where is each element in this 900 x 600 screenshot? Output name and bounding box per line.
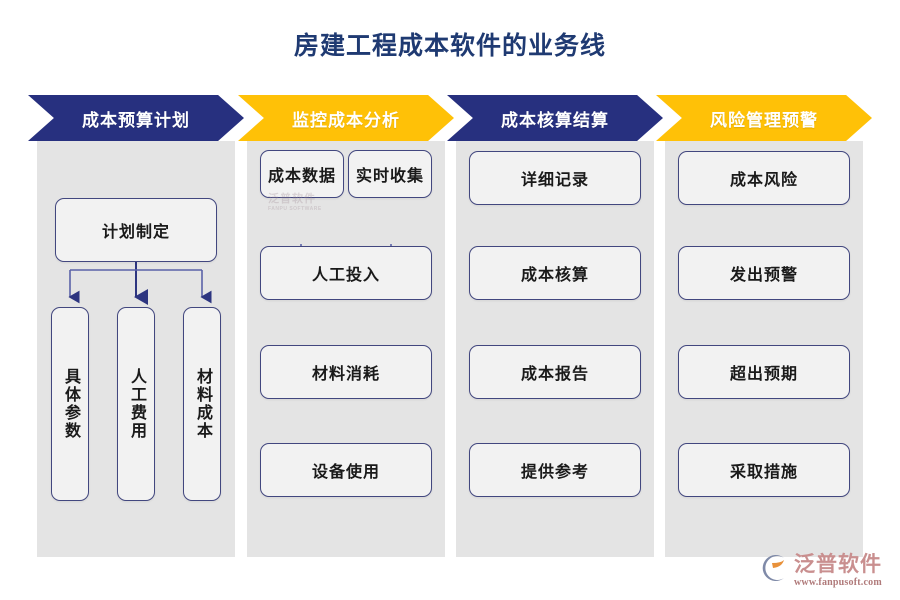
fanpu-logo[interactable]: 泛普软件 www.fanpusoft.com — [759, 553, 882, 588]
node-label: 计划制定 — [101, 224, 170, 241]
node-label: 提供参考 — [520, 464, 589, 481]
banner-cost-accounting-settlement[interactable]: 成本核算结算 — [447, 95, 663, 141]
node-label: 人工费用 — [128, 368, 145, 440]
column-cost-accounting-settlement: 成本核算结算 详细记录 成本核算 成本报告 提供参考 — [447, 95, 663, 557]
banner-label: 监控成本分析 — [292, 110, 400, 130]
node-detailed-record[interactable]: 详细记录 — [469, 151, 641, 205]
node-material-consume[interactable]: 材料消耗 — [260, 345, 432, 399]
node-label: 人工投入 — [311, 267, 380, 284]
banner-risk-management-warning[interactable]: 风险管理预警 — [656, 95, 872, 141]
node-cost-data[interactable]: 成本数据 — [260, 150, 344, 198]
node-cost-accounting[interactable]: 成本核算 — [469, 246, 641, 300]
node-realtime-collect[interactable]: 实时收集 — [348, 150, 432, 198]
node-cost-report[interactable]: 成本报告 — [469, 345, 641, 399]
page-title: 房建工程成本软件的业务线 — [293, 32, 606, 60]
node-plan-making[interactable]: 计划制定 — [55, 198, 217, 262]
column-cost-budget-plan: 成本预算计划 计划制定 具体参数 人工费用 — [28, 95, 244, 557]
node-exceed-expected[interactable]: 超出预期 — [678, 345, 850, 399]
node-equipment-use[interactable]: 设备使用 — [260, 443, 432, 497]
node-cost-risk[interactable]: 成本风险 — [678, 151, 850, 205]
fanpu-logo-url: www.fanpusoft.com — [794, 576, 882, 588]
banner-label: 成本核算结算 — [501, 110, 609, 130]
node-specific-params[interactable]: 具体参数 — [51, 307, 89, 501]
node-labor-expense[interactable]: 人工费用 — [117, 307, 155, 501]
banner-cost-budget-plan[interactable]: 成本预算计划 — [28, 95, 244, 141]
banner-label: 风险管理预警 — [710, 110, 818, 130]
node-label: 材料消耗 — [311, 366, 380, 383]
node-label: 成本报告 — [520, 366, 589, 383]
flow-columns: 成本预算计划 计划制定 具体参数 人工费用 — [28, 95, 872, 557]
node-label: 具体参数 — [62, 368, 79, 440]
banner-monitor-cost-analysis[interactable]: 监控成本分析 — [238, 95, 454, 141]
node-label: 超出预期 — [729, 366, 798, 383]
node-label: 详细记录 — [520, 172, 589, 189]
fanpu-logo-mark-icon — [759, 553, 789, 588]
node-material-cost[interactable]: 材料成本 — [183, 307, 221, 501]
banner-label: 成本预算计划 — [82, 110, 190, 130]
fanpu-logo-brand: 泛普软件 — [794, 552, 882, 576]
node-label: 成本核算 — [520, 267, 589, 284]
node-label: 成本数据 — [267, 168, 336, 185]
column-monitor-cost-analysis: 监控成本分析 成本数据 实时收集 — [238, 95, 454, 557]
node-label: 实时收集 — [355, 168, 424, 185]
node-labor-input[interactable]: 人工投入 — [260, 246, 432, 300]
node-provide-reference[interactable]: 提供参考 — [469, 443, 641, 497]
node-label: 发出预警 — [729, 267, 798, 284]
node-label: 采取措施 — [729, 464, 798, 481]
node-take-measures[interactable]: 采取措施 — [678, 443, 850, 497]
node-label: 成本风险 — [729, 172, 798, 189]
node-label: 材料成本 — [194, 368, 211, 440]
node-label: 设备使用 — [311, 464, 380, 481]
node-issue-warning[interactable]: 发出预警 — [678, 246, 850, 300]
column-risk-management-warning: 风险管理预警 成本风险 发出预警 超出预期 采取措施 — [656, 95, 872, 557]
